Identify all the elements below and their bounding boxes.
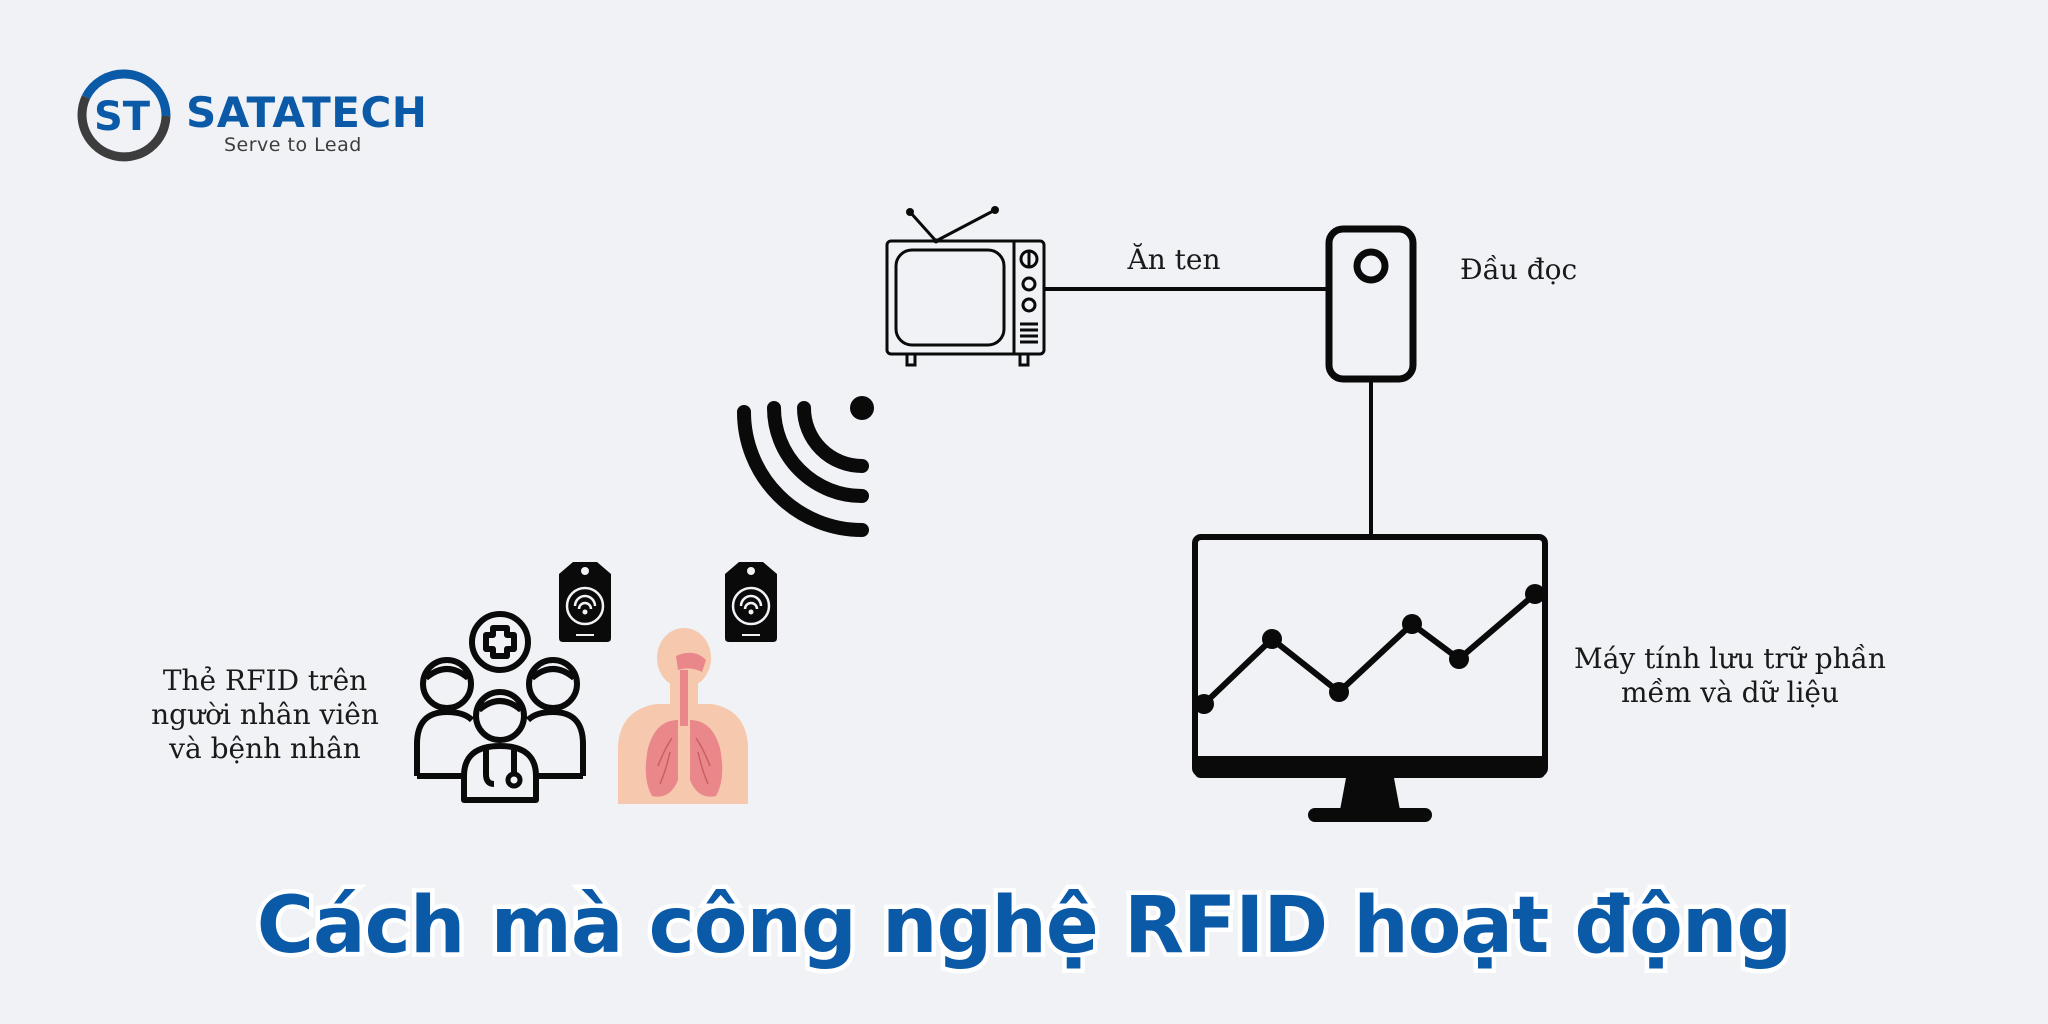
reader-device-icon [1325, 225, 1417, 383]
medical-staff-icon [414, 611, 586, 803]
human-respiratory-icon [618, 628, 748, 804]
main-title: Cách mà công nghệ RFID hoạt động [252, 877, 1796, 976]
brand-tagline: Serve to Lead [224, 134, 362, 156]
rfid-tag-icon [725, 562, 777, 642]
tv-antenna-icon [885, 206, 1046, 367]
rfid-tag-label: Thẻ RFID trên người nhân viên và bệnh nh… [130, 664, 400, 766]
rfid-tag-label-line3: và bệnh nhân [169, 732, 361, 765]
computer-label-line1: Máy tính lưu trữ phần [1574, 642, 1886, 675]
computer-label-line2: mềm và dữ liệu [1620, 676, 1839, 709]
rfid-tag-icon [559, 562, 611, 642]
rfid-tag-label-line2: người nhân viên [151, 698, 379, 731]
logo-letters: ST [94, 94, 151, 140]
monitor-chart-icon [1192, 534, 1548, 822]
rfid-tag-label-line1: Thẻ RFID trên [162, 664, 368, 697]
brand-name: SATATECH [186, 88, 428, 137]
computer-label: Máy tính lưu trữ phần mềm và dữ liệu [1560, 642, 1900, 710]
reader-label: Đầu đọc [1460, 253, 1578, 286]
antenna-label: Ăn ten [1127, 243, 1221, 276]
wireless-signal-icon [737, 396, 874, 537]
satatech-logo-icon: ST [77, 69, 171, 162]
